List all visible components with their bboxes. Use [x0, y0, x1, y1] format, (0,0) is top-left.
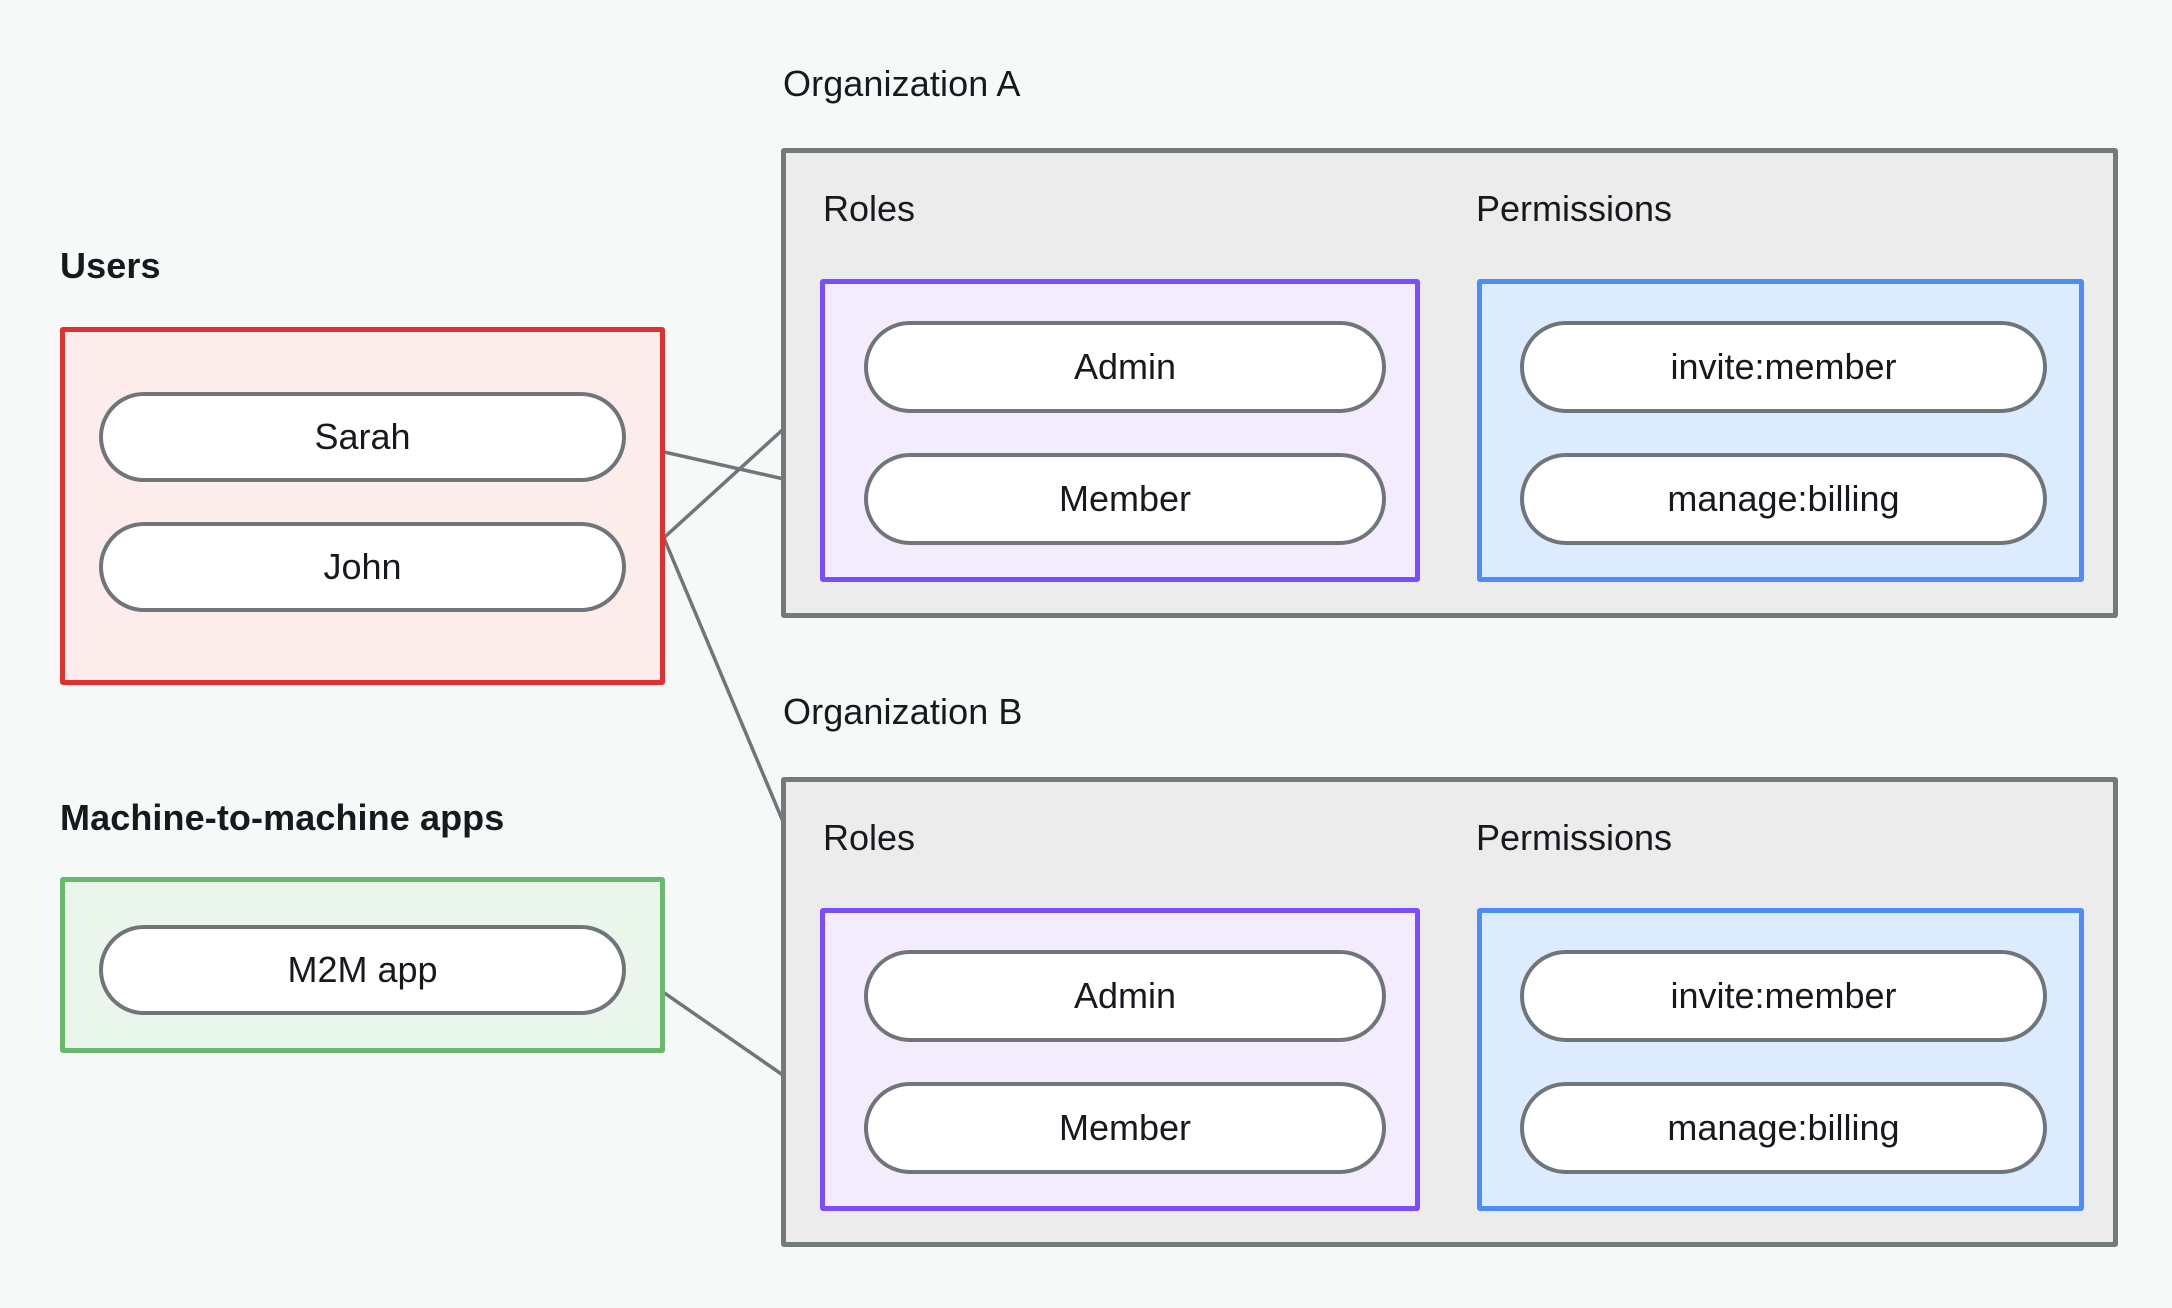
users-group-box: Sarah John: [60, 327, 665, 685]
org-a-role-pill-member[interactable]: Member: [864, 453, 1386, 545]
org-a-permissions-box: invite:member manage:billing: [1477, 279, 2084, 582]
org-a-roles-box: Admin Member: [820, 279, 1420, 582]
org-a-title: Organization A: [783, 63, 1021, 104]
org-b-panel: Roles Permissions Admin Member invite:me…: [781, 777, 2118, 1247]
org-a-panel: Roles Permissions Admin Member invite:me…: [781, 148, 2118, 618]
users-caption: Users: [60, 245, 161, 286]
org-b-permissions-heading: Permissions: [1476, 817, 1673, 858]
m2m-group-box: M2M app: [60, 877, 665, 1053]
org-b-permission-pill-invite-member[interactable]: invite:member: [1520, 950, 2047, 1042]
org-b-roles-box: Admin Member: [820, 908, 1420, 1211]
org-a-roles-heading: Roles: [823, 188, 916, 229]
org-a-role-pill-admin[interactable]: Admin: [864, 321, 1386, 413]
org-b-title: Organization B: [783, 691, 1023, 732]
org-a-permissions-heading: Permissions: [1476, 188, 1673, 229]
org-b-role-pill-member[interactable]: Member: [864, 1082, 1386, 1174]
org-b-role-pill-admin[interactable]: Admin: [864, 950, 1386, 1042]
org-a-permission-pill-invite-member[interactable]: invite:member: [1520, 321, 2047, 413]
org-b-permission-pill-manage-billing[interactable]: manage:billing: [1520, 1082, 2047, 1174]
org-a-permission-pill-manage-billing[interactable]: manage:billing: [1520, 453, 2047, 545]
m2m-caption: Machine-to-machine apps: [60, 797, 505, 838]
user-pill-sarah[interactable]: Sarah: [99, 392, 626, 482]
org-b-permissions-box: invite:member manage:billing: [1477, 908, 2084, 1211]
m2m-pill-app[interactable]: M2M app: [99, 925, 626, 1015]
org-b-roles-heading: Roles: [823, 817, 916, 858]
user-pill-john[interactable]: John: [99, 522, 626, 612]
